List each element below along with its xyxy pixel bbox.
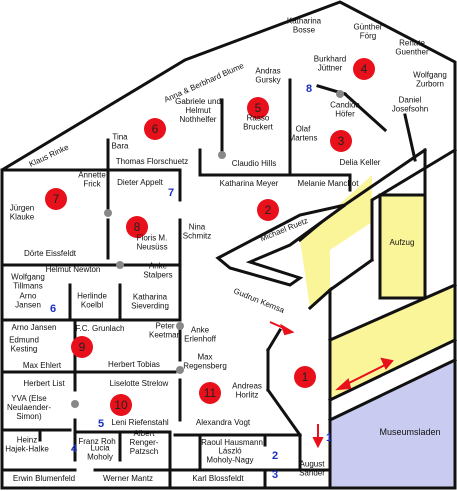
label-helmut-newton: Helmut Newton: [46, 265, 101, 274]
blue-number-1: 1: [326, 432, 332, 444]
room-number-5: 5: [255, 101, 262, 115]
room-number-9: 9: [79, 340, 86, 354]
room-number-3: 3: [338, 134, 345, 148]
room-number-11: 11: [204, 386, 217, 400]
room-number-7: 7: [53, 192, 60, 206]
blue-number-5: 5: [98, 418, 104, 430]
label-melanie-manchot: Melanie Manchot: [298, 179, 360, 188]
grey-dots: [71, 90, 344, 408]
label-museumsladen: Museumsladen: [379, 427, 440, 437]
label-aufzug: Aufzug: [390, 238, 415, 247]
label-karl-blossfeldt: Karl Blossfeldt: [192, 474, 244, 483]
room-circle-10: [110, 394, 132, 416]
red-arrows: [269, 321, 394, 449]
label-leni-riefenstahl: Leni Riefenstahl: [111, 418, 169, 427]
aufzug-zone: [380, 195, 425, 298]
room-circle-5: [247, 97, 269, 119]
label-gudrun-kemsa: Gudrun Kemsa: [232, 286, 286, 315]
blue-number-3: 3: [272, 469, 278, 481]
label-fc-grunlach: F.C. Grunlach: [76, 324, 125, 333]
room-circle-11: [199, 382, 221, 404]
label-doerte-eissfeldt: Dörte Eissfeldt: [24, 249, 77, 258]
interior-walls: [0, 78, 457, 490]
label-katharina-meyer: Katharina Meyer: [220, 179, 279, 188]
room-circle-7: [45, 188, 67, 210]
room-markers: 1 2 3 4 5 6 7 8 9 10 11: [45, 58, 375, 416]
room-circle-9: [71, 336, 93, 358]
museumsladen-zone: [330, 360, 455, 488]
label-dieter-appelt: Dieter Appelt: [117, 178, 164, 187]
label-floris-neusuess: Floris M.Neusüss: [136, 234, 167, 252]
room-circle-3: [330, 130, 352, 152]
label-arno-jansen: Arno Jansen: [12, 323, 57, 332]
label-werner-mantz: Werner Mantz: [103, 474, 153, 483]
label-max-ehlert: Max Ehlert: [23, 361, 62, 370]
ramp-zone: [330, 285, 455, 400]
label-delia-keller: Delia Keller: [340, 158, 381, 167]
room-number-6: 6: [152, 122, 159, 136]
room-circle-8: [126, 216, 148, 238]
blue-number-2: 2: [272, 450, 278, 462]
label-alexandra-vogt: Alexandra Vogt: [196, 418, 251, 427]
room-number-2: 2: [265, 203, 272, 217]
label-thomas-florschuetz: Thomas Florschuetz: [116, 157, 188, 166]
label-herbert-list: Herbert List: [23, 379, 65, 388]
blue-number-4: 4: [71, 443, 78, 455]
label-claudio-hills: Claudio Hills: [232, 159, 276, 168]
room-circle-2: [257, 199, 279, 221]
label-raoul-hausmann: Raoul Hausmann: [201, 438, 263, 447]
blue-number-7: 7: [168, 187, 174, 199]
stair-zone: [300, 175, 372, 308]
room-number-4: 4: [361, 62, 368, 76]
blue-number-6: 6: [50, 303, 56, 315]
blue-numbers: 1 2 3 4 5 6 7 8: [50, 83, 332, 481]
blue-number-8: 8: [306, 83, 312, 95]
room-circle-6: [144, 118, 166, 140]
label-franz-roh: Franz Roh: [78, 437, 115, 446]
label-klaus-rinke: Klaus Rinke: [28, 142, 71, 168]
room-circle-1: [294, 366, 316, 388]
room-circle-4: [353, 58, 375, 80]
room-number-10: 10: [114, 398, 128, 412]
room-number-1: 1: [302, 370, 309, 384]
label-liselotte-strelow: Liselotte Strelow: [110, 379, 169, 388]
room-number-8: 8: [134, 220, 141, 234]
label-herbert-tobias: Herbert Tobias: [108, 360, 160, 369]
label-erwin-blumenfeld: Erwin Blumenfeld: [13, 474, 75, 483]
